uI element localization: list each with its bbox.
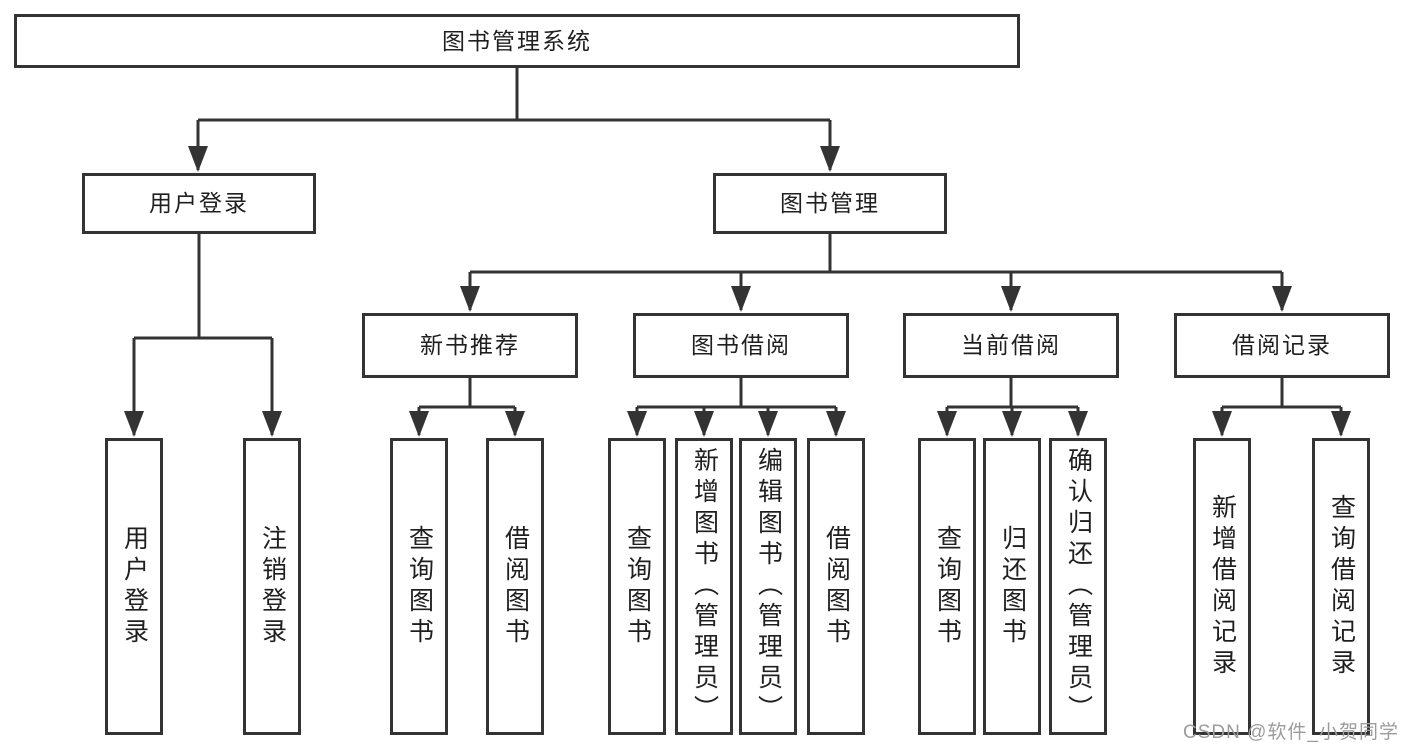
- node-library-system: 图书管理系统: [14, 14, 1020, 68]
- leaf-borrowing-borrow-books: 借阅图书: [807, 438, 865, 735]
- leaf-records-add-borrow-record: 新增借阅记录: [1193, 438, 1251, 735]
- leaf-logout-login: 注销登录: [243, 438, 301, 735]
- leaf-recommend-query-books: 查询图书: [390, 438, 448, 735]
- node-book-borrowing: 图书借阅: [633, 313, 849, 378]
- node-user-login: 用户登录: [82, 173, 316, 234]
- leaf-recommend-borrow-books: 借阅图书: [486, 438, 544, 735]
- csdn-watermark: CSDN @软件_小贺同学: [1183, 722, 1399, 743]
- leaf-current-confirm-return-admin: 确认归还（管理员）: [1049, 438, 1107, 735]
- leaf-borrowing-query-books: 查询图书: [608, 438, 666, 735]
- leaf-borrowing-add-books-admin: 新增图书（管理员）: [675, 438, 733, 735]
- leaf-current-query-books: 查询图书: [918, 438, 976, 735]
- node-book-management: 图书管理: [713, 173, 947, 234]
- node-current-borrowing: 当前借阅: [903, 313, 1119, 378]
- node-borrowing-records: 借阅记录: [1174, 313, 1390, 378]
- leaf-current-return-books: 归还图书: [983, 438, 1041, 735]
- node-new-book-recommendation: 新书推荐: [362, 313, 578, 378]
- leaf-borrowing-edit-books-admin: 编辑图书（管理员）: [739, 438, 797, 735]
- leaf-records-query-borrow-record: 查询借阅记录: [1312, 438, 1370, 735]
- leaf-user-login: 用户登录: [105, 438, 163, 735]
